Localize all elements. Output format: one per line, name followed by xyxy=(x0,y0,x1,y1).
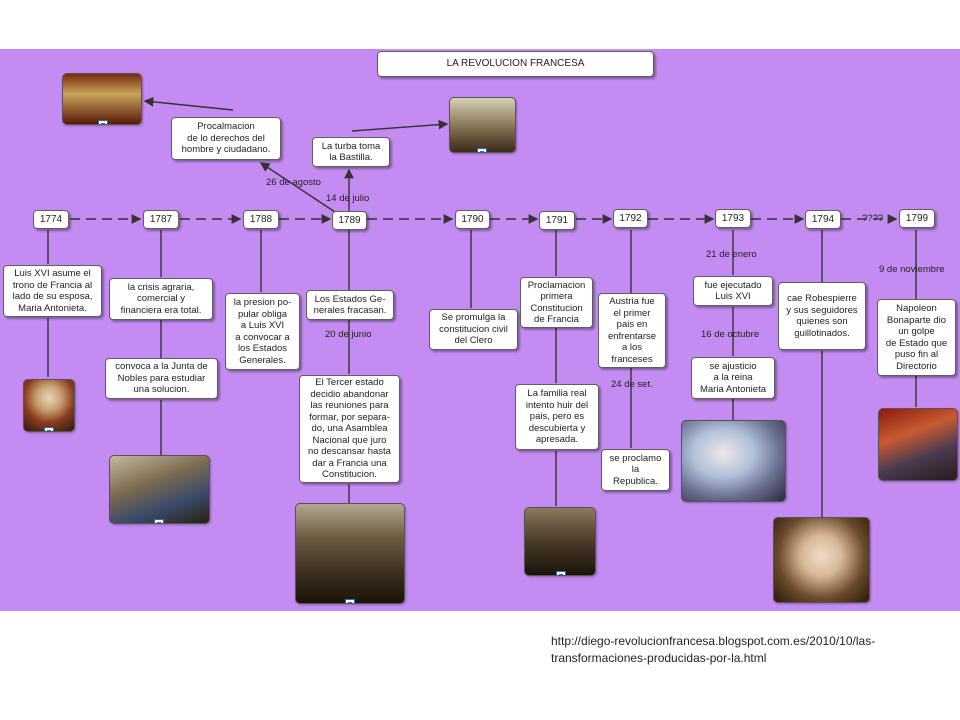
year-1792: 1792 xyxy=(613,209,648,228)
louis-xvi-portrait-icon xyxy=(23,379,75,432)
year-1787: 1787 xyxy=(143,210,179,229)
note-proclamacion-derechos: Procalmacion de lo derechos del hombre y… xyxy=(171,117,281,160)
note-maria-antonieta: se ajusticio a la reina Maria Antonieta xyxy=(691,357,775,399)
note-napoleon: Napoleon Bonaparte dio un golpe de Estad… xyxy=(877,299,956,376)
note-constitucion-civil: Se promulga la constitucion civil del Cl… xyxy=(429,309,518,350)
note-familia-real: La familia real intento huir del pais, p… xyxy=(515,384,599,450)
declaration-painting-icon xyxy=(62,73,142,125)
note-robespierre: cae Robespierre y sus seguidores quienes… xyxy=(778,282,866,350)
note-republica: se proclamo la Republica. xyxy=(601,449,670,491)
year-1794: 1794 xyxy=(805,210,841,229)
tennis-court-oath-painting-icon xyxy=(295,503,405,604)
year-1789: 1789 xyxy=(332,211,367,230)
note-luis-ejecutado: fue ejecutado Luis XVI xyxy=(693,276,773,306)
year-1793: 1793 xyxy=(715,209,751,228)
note-junta-nobles: convoca a la Junta de Nobles para estudi… xyxy=(105,358,218,399)
bastille-painting-icon xyxy=(449,97,516,153)
label-9-noviembre: 9 de noviembre xyxy=(879,264,945,275)
label-20-junio: 20 de junio xyxy=(325,329,372,340)
note-primera-constitucion: Proclamacion primera Constitucion de Fra… xyxy=(520,277,593,328)
year-1791: 1791 xyxy=(539,211,575,230)
note-austria: Austria fue el primer pais en enfrentars… xyxy=(598,293,666,368)
note-luis-trono: Luis XVI asume el trono de Francia al la… xyxy=(3,265,102,317)
label-26-agosto: 26 de agosto xyxy=(266,177,321,188)
map-title: LA REVOLUCION FRANCESA xyxy=(377,51,654,77)
label-16-octubre: 16 de octubre xyxy=(701,329,760,340)
label-21-enero: 21 de enero xyxy=(706,249,757,260)
label-question-marks: ???? xyxy=(862,213,884,224)
note-presion-popular: la presion po- pular obliga a Luis XVI a… xyxy=(225,293,300,370)
label-14-julio: 14 de julio xyxy=(326,193,370,204)
note-estados-fracasan: Los Estados Ge- nerales fracasan. xyxy=(306,290,394,320)
label-24-set: 24 de set. xyxy=(611,379,653,390)
year-1790: 1790 xyxy=(455,210,490,229)
note-tercer-estado: El Tercer estado decidio abandonar las r… xyxy=(299,375,400,483)
napoleon-painting-icon xyxy=(878,408,958,481)
note-turba-bastilla: La turba toma la Bastilla. xyxy=(312,137,390,167)
source-url: http://diego-revolucionfrancesa.blogspot… xyxy=(551,634,876,665)
marie-antoinette-portrait-icon xyxy=(681,420,786,502)
assembly-of-notables-painting-icon xyxy=(109,455,210,524)
robespierre-portrait-icon xyxy=(773,517,870,603)
year-1799: 1799 xyxy=(899,209,935,228)
year-1788: 1788 xyxy=(243,210,279,229)
year-1774: 1774 xyxy=(33,210,69,229)
flight-to-varennes-painting-icon xyxy=(524,507,596,576)
note-crisis-agraria: la crisis agraria, comercial y financier… xyxy=(109,278,213,320)
